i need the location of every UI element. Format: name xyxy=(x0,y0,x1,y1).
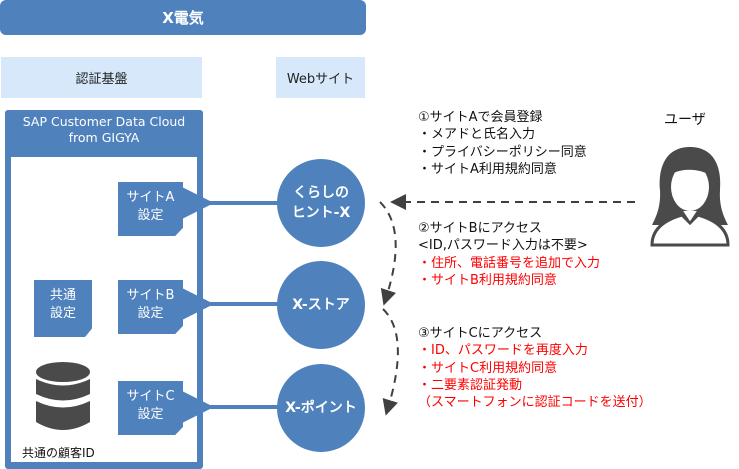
auth-column-label: 認証基盤 xyxy=(1,57,202,98)
company-header: X電気 xyxy=(0,0,366,35)
site-b-settings: サイトB 設定 xyxy=(118,280,183,334)
step1-item: ・プライバシーポリシー同意 xyxy=(418,144,587,160)
step3-item: ・ID、パスワードを再度入力 xyxy=(418,343,588,359)
step3-title: ③サイトCにアクセス xyxy=(418,326,543,341)
sap-title-line1: SAP Customer Data Cloud xyxy=(22,114,186,129)
site-point-label: X-ポイント xyxy=(285,400,357,416)
step2-item: ・サイトB利用規約同意 xyxy=(418,272,557,288)
user-icon xyxy=(650,147,730,247)
step1-item: ・メアドと氏名入力 xyxy=(418,127,536,143)
site-c-settings: サイトC 設定 xyxy=(118,381,183,435)
site-point: X-ポイント xyxy=(277,364,365,452)
step1-title: ①サイトAで会員登録 xyxy=(418,110,543,125)
step2-title: ②サイトBにアクセス xyxy=(418,221,542,236)
step2-text: ②サイトBにアクセス <ID,パスワード入力は不要> ・住所、電話番号を追加で入… xyxy=(418,220,600,289)
user-label: ユーザ xyxy=(664,112,706,128)
database-icon xyxy=(36,362,90,430)
site-b-name: サイトB xyxy=(126,288,175,303)
site-a-settings: サイトA 設定 xyxy=(118,182,183,236)
step1-text: ①サイトAで会員登録 ・メアドと氏名入力 ・プライバシーポリシー同意 ・サイトA… xyxy=(418,109,587,178)
site-c-name: サイトC xyxy=(126,389,175,404)
step2-item: ・住所、電話番号を追加で入力 xyxy=(418,255,601,271)
site-kurashi-line2: ヒント-X xyxy=(291,205,351,221)
step3-item: ・サイトC利用規約同意 xyxy=(418,360,558,376)
site-b-sub: 設定 xyxy=(137,306,164,321)
step3-text: ③サイトCにアクセス ・ID、パスワードを再度入力 ・サイトC利用規約同意 ・二… xyxy=(418,325,652,411)
site-a-name: サイトA xyxy=(126,190,175,205)
auth-label-text: 認証基盤 xyxy=(75,72,128,87)
site-c-sub: 設定 xyxy=(137,407,164,422)
step2-note: <ID,パスワード入力は不要> xyxy=(418,238,588,254)
site-store: X-ストア xyxy=(277,261,365,349)
web-label-text: Webサイト xyxy=(286,72,355,87)
db-label: 共通の顧客ID xyxy=(22,446,95,460)
step1-item: ・サイトA利用規約同意 xyxy=(418,161,557,177)
common-name: 共通 xyxy=(49,288,76,303)
common-settings: 共通設定 xyxy=(34,280,92,337)
dashed-arrow-a-to-b xyxy=(379,201,397,306)
site-store-label: X-ストア xyxy=(292,297,350,313)
step3-item: （スマートフォンに認証コードを送付） xyxy=(418,395,652,411)
dashed-arrow-b-to-c xyxy=(382,308,399,416)
site-kurashi-line1: くらしの xyxy=(292,185,349,201)
web-column-label: Webサイト xyxy=(276,57,365,98)
sap-title-line2: from GIGYA xyxy=(68,130,140,145)
site-kurashi: くらしのヒント-X xyxy=(277,159,365,247)
site-a-sub: 設定 xyxy=(137,208,164,223)
common-sub: 設定 xyxy=(49,306,76,321)
company-title: X電気 xyxy=(162,9,204,27)
step3-item: ・二要素認証発動 xyxy=(418,377,523,393)
